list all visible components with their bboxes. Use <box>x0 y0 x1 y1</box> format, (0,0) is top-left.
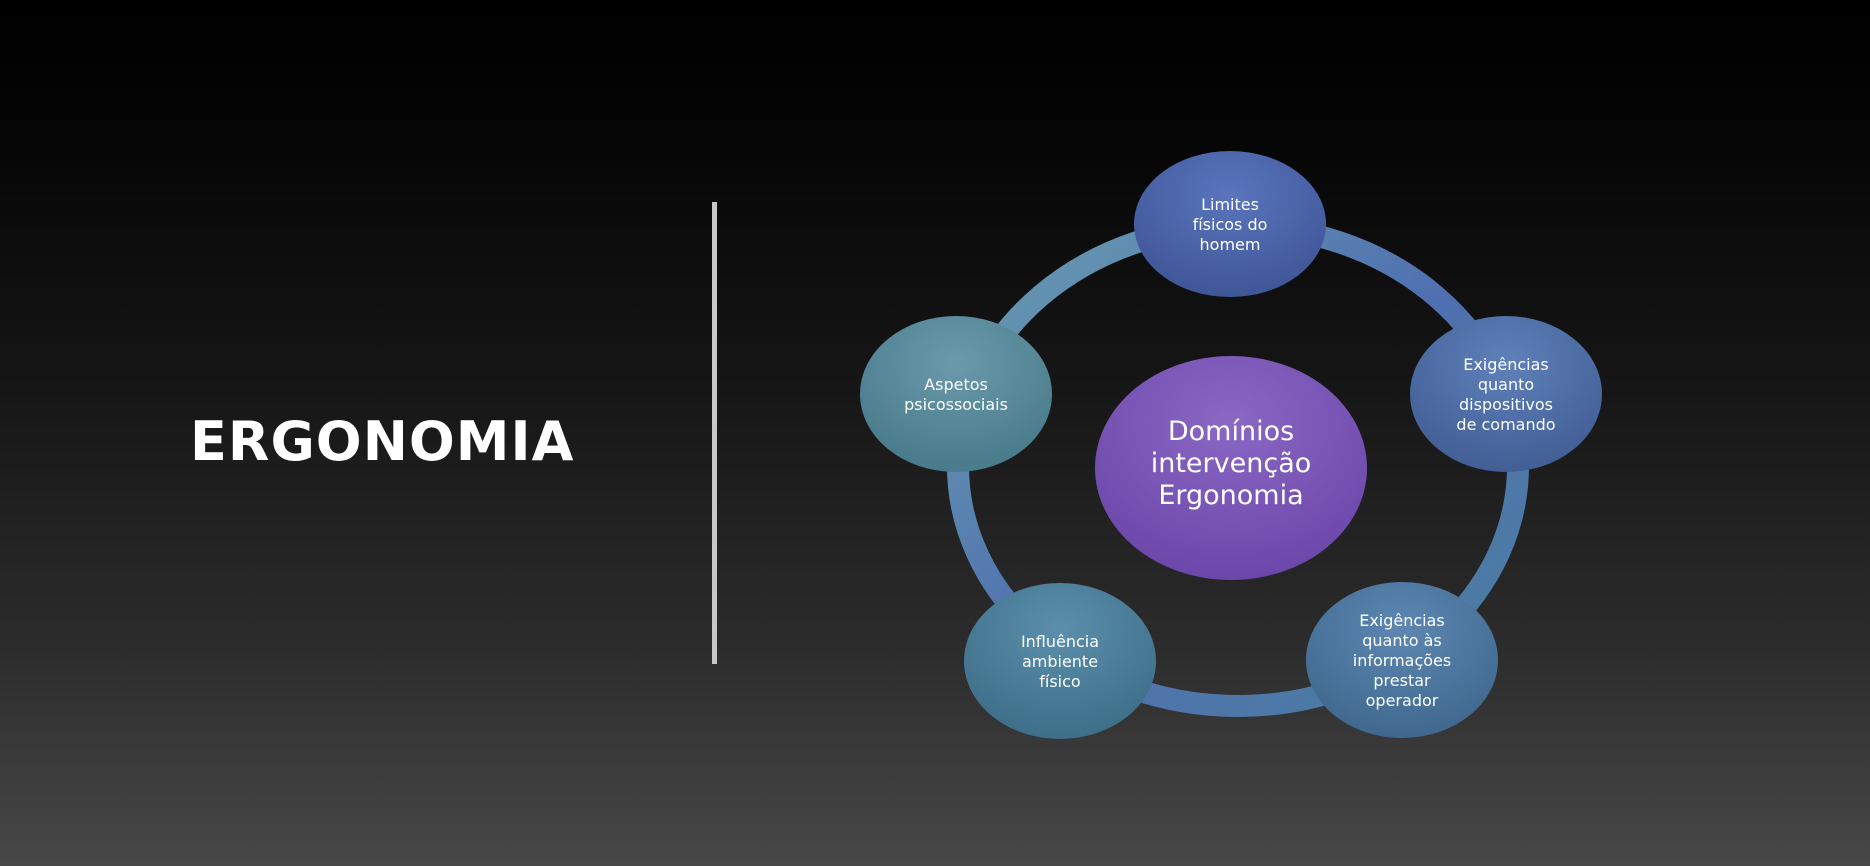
cycle-node-label-line: dispositivos <box>1459 395 1553 414</box>
slide-title: ERGONOMIA <box>190 410 575 473</box>
center-label-line: Domínios <box>1168 416 1294 447</box>
cycle-node-label-line: informações <box>1353 651 1451 670</box>
cycle-node-label-line: ambiente <box>1022 652 1098 671</box>
cycle-node-ellipse <box>1306 582 1498 738</box>
cycle-node-label-line: prestar <box>1373 671 1431 690</box>
cycle-node-label-line: Exigências <box>1359 611 1445 630</box>
cycle-node-label-line: Aspetos <box>924 375 988 394</box>
cycle-node-label-line: físico <box>1039 672 1080 691</box>
cycle-node-label-line: físicos do <box>1193 215 1268 234</box>
cycle-node-label-line: operador <box>1366 691 1439 710</box>
center-label-line: Ergonomia <box>1158 480 1303 511</box>
cycle-node-label-line: psicossociais <box>904 395 1008 414</box>
vertical-divider <box>712 202 717 664</box>
cycle-node-label-line: Limites <box>1201 195 1259 214</box>
cycle-node-label-line: quanto <box>1478 375 1534 394</box>
cycle-node-ellipse <box>860 316 1052 472</box>
cycle-node-label-line: homem <box>1200 235 1261 254</box>
cycle-node-label-line: de comando <box>1456 415 1555 434</box>
cycle-node-ellipse <box>1410 316 1602 472</box>
cycle-node-label-line: Influência <box>1021 632 1099 651</box>
cycle-node-ellipse <box>964 583 1156 739</box>
cycle-node-label-line: Exigências <box>1463 355 1549 374</box>
cycle-node-label-line: quanto às <box>1362 631 1442 650</box>
center-ellipse <box>1095 356 1367 580</box>
center-label-line: intervenção <box>1151 448 1312 479</box>
cycle-node-ellipse <box>1134 151 1326 297</box>
